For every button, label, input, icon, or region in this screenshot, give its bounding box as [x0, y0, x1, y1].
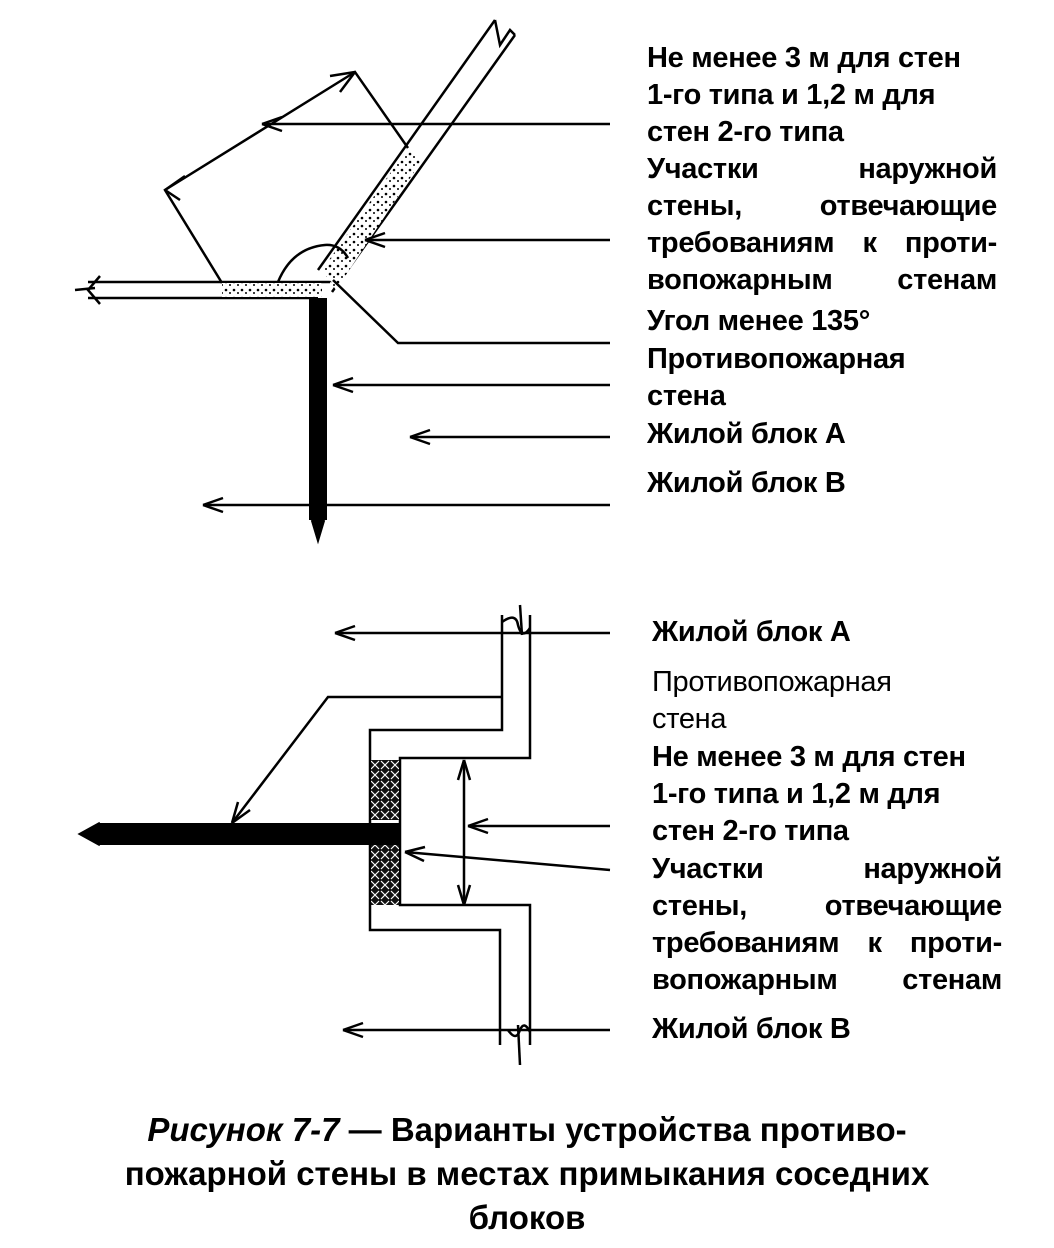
bottom-wall-length-note: Не менее 3 м для стен 1-го типа и 1,2 м … — [652, 741, 966, 847]
figure-caption: Рисунок 7-7 — Варианты устройства против… — [0, 1108, 1054, 1240]
top-horizontal-wall — [74, 275, 330, 305]
top-firewall — [309, 298, 327, 545]
top-outer-wall-sections: Участки наружной стены, отвечающие требо… — [647, 153, 997, 296]
top-wall-length-note: Не менее 3 м для стен 1-го типа и 1,2 м … — [647, 42, 961, 148]
bottom-dimension-line — [456, 759, 472, 906]
bottom-block-b-label: Жилой блок В — [652, 1013, 851, 1045]
figure-number: Рисунок 7-7 — [147, 1111, 340, 1148]
caption-line-3: блоков — [468, 1199, 586, 1236]
bottom-diagram — [77, 604, 611, 1066]
bottom-block-a-label: Жилой блок А — [652, 616, 851, 648]
top-leaders — [202, 115, 610, 514]
bottom-firewall-label: Противопожарная стена — [652, 666, 892, 735]
bottom-hatched-lower — [371, 845, 399, 905]
top-dimension-line — [163, 70, 410, 284]
bottom-hatched-upper — [371, 760, 399, 820]
bottom-firewall — [77, 821, 400, 847]
caption-line-1: Рисунок 7-7 — Варианты устройства против… — [147, 1111, 907, 1148]
top-angle-note: Угол менее 135° — [647, 305, 870, 337]
top-block-b-label: Жилой блок В — [647, 467, 846, 499]
angle-arc — [276, 243, 350, 283]
top-block-a-label: Жилой блок А — [647, 418, 846, 450]
top-diagonal-wall — [316, 19, 517, 293]
bottom-outer-wall-sections: Участки наружной стены, отвечающие требо… — [652, 853, 1002, 996]
bottom-leaders — [230, 624, 611, 1039]
top-firewall-label: Противопожарная стена — [647, 343, 906, 412]
top-diagram — [74, 19, 610, 545]
caption-line-2: пожарной стены в местах примыкания сосед… — [124, 1155, 930, 1192]
